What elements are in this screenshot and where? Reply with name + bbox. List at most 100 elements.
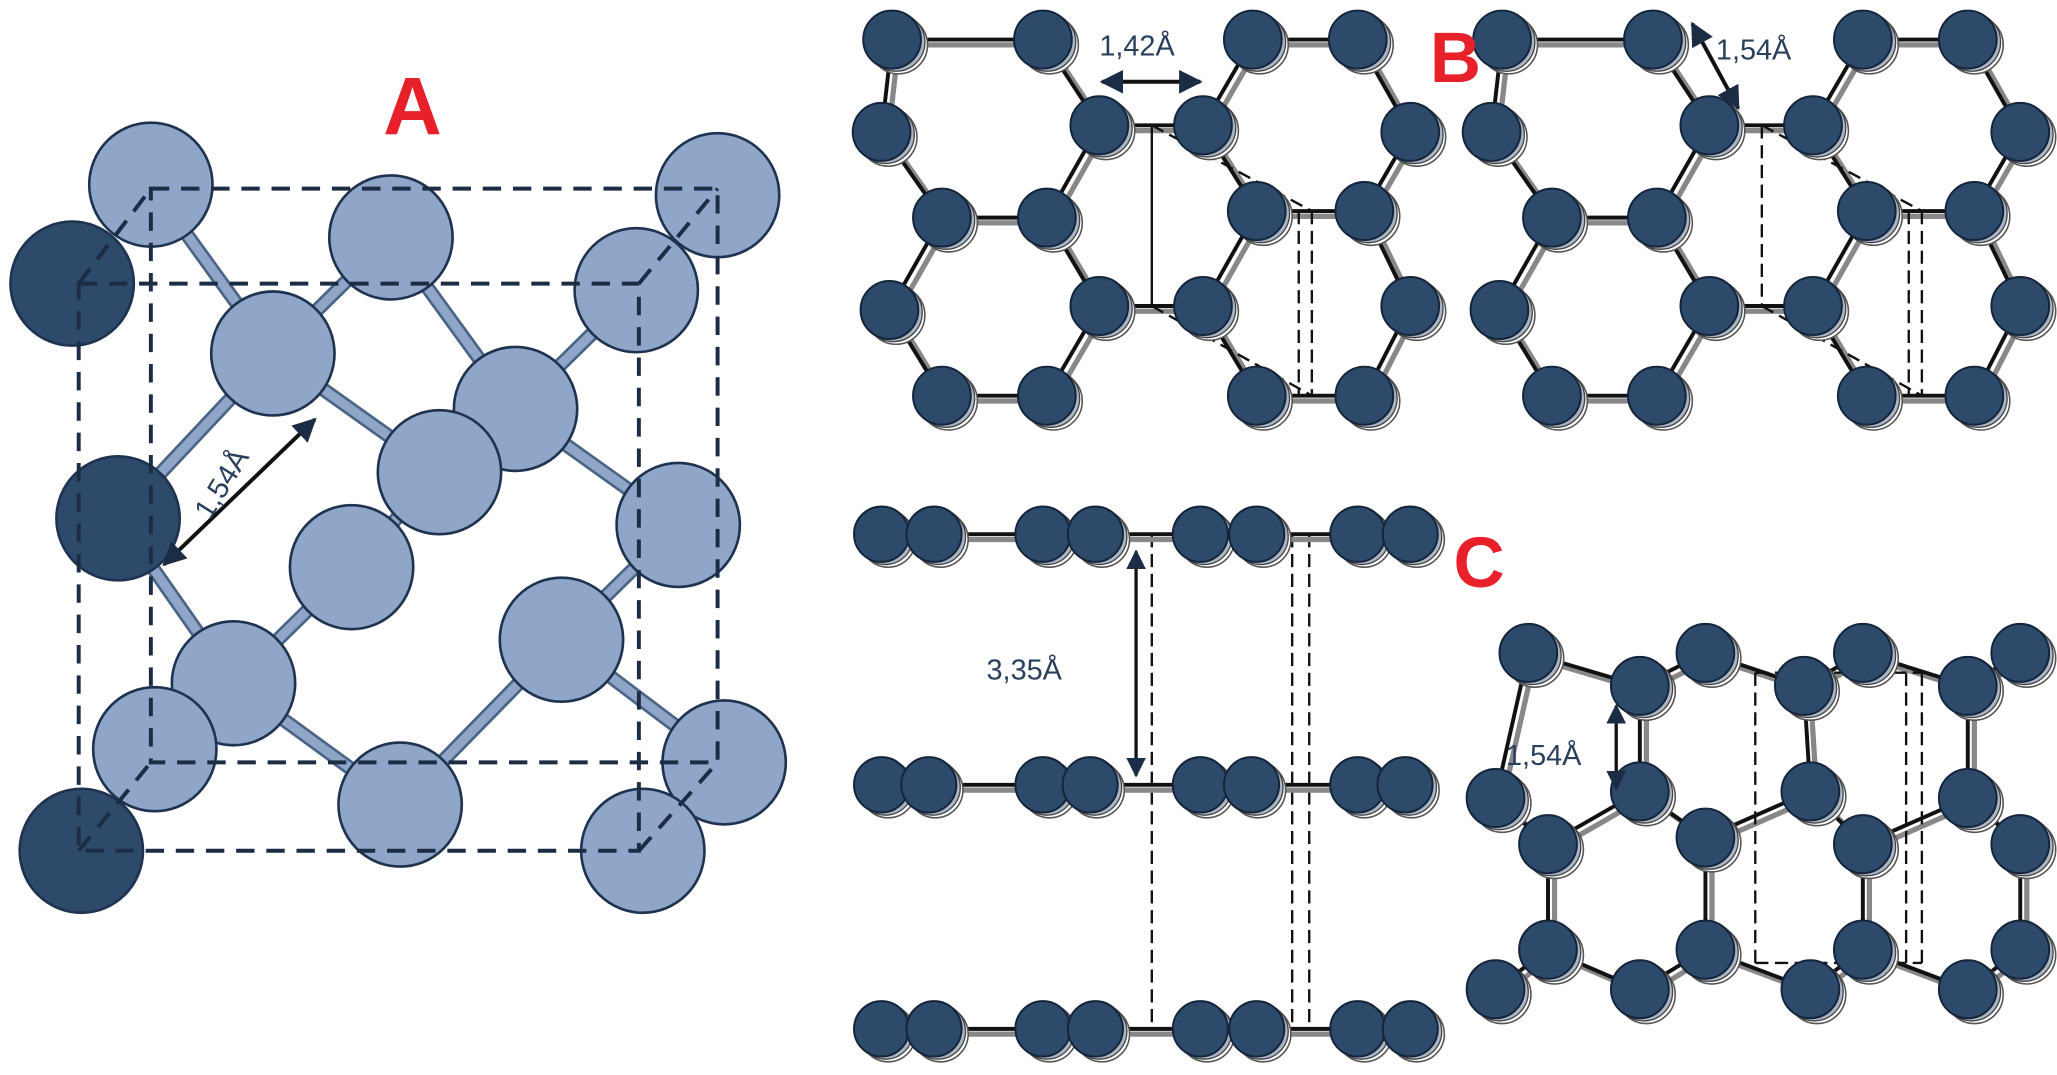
carbon-atom (1334, 181, 1395, 242)
carbon-atom (1472, 9, 1532, 70)
carbon-atom (1609, 761, 1670, 822)
carbon-atom (1380, 276, 1441, 337)
carbon-atom (337, 741, 464, 868)
carbon-atom (853, 505, 911, 563)
carbon-atom (1937, 655, 1998, 716)
carbon-atom (1780, 959, 1841, 1020)
carbon-atom (1944, 365, 2005, 426)
carbon-atom (1832, 622, 1893, 683)
carbon-atom (288, 503, 415, 631)
carbon-atom (327, 174, 454, 301)
carbon-atom (1609, 655, 1670, 716)
diamond-side-view (1465, 622, 2057, 1025)
carbon-atom (1944, 181, 2005, 242)
carbon-atom (18, 787, 145, 915)
panel-label-a: A (383, 61, 442, 152)
carbon-atom (1173, 276, 1233, 337)
carbon-atom (1679, 95, 1740, 156)
carbon-atom (1171, 756, 1229, 814)
carbon-atom (1609, 959, 1670, 1020)
diamond-top-view (1461, 9, 2057, 431)
carbon-atom (1465, 767, 1526, 829)
carbon-atom (1327, 9, 1388, 70)
carbon-atom (905, 1000, 963, 1058)
unit-cell-diagonal-edge (637, 187, 720, 285)
bond-length-label-graphite: 1,42Å (1099, 29, 1175, 62)
carbon-atom (1679, 276, 1740, 337)
panel-c-side-views (853, 505, 2057, 1063)
carbon-atom (1836, 365, 1897, 426)
carbon-atom (859, 279, 920, 340)
carbon-atom (1518, 814, 1578, 875)
carbon-atom (1066, 505, 1124, 563)
carbon-atom (1937, 767, 1998, 829)
diamond-bond-arrow (1690, 21, 1740, 111)
bond-length-arrow (162, 417, 317, 567)
carbon-atom (900, 756, 958, 814)
panel-b-top-views (851, 9, 2057, 431)
carbon-atom (1226, 181, 1287, 242)
interlayer-distance-label: 3,35Å (987, 653, 1063, 686)
carbon-atom (498, 576, 625, 704)
carbon-atom (1329, 505, 1387, 563)
carbon-atom (1990, 101, 2051, 162)
carbon-atom (1990, 276, 2051, 337)
carbon-atom (1675, 919, 1736, 980)
panel-label-b: B (1430, 19, 1481, 98)
carbon-atom (1627, 365, 1687, 426)
carbon-atom (1675, 807, 1736, 868)
carbon-atom (1222, 756, 1281, 814)
carbon-atom (1173, 95, 1233, 156)
carbon-atom (1066, 1000, 1124, 1058)
carbon-atom (1832, 814, 1893, 875)
carbon-atom (1226, 365, 1287, 426)
carbon-atom (91, 685, 218, 813)
carbon-atom (853, 1000, 911, 1058)
panel-label-c: C (1454, 524, 1505, 603)
unit-cell-back-edge (148, 186, 720, 765)
carbon-atom (1014, 505, 1072, 563)
carbon-atom (905, 505, 963, 563)
carbon-atom (1783, 276, 1843, 337)
carbon-atom (1522, 187, 1582, 248)
carbon-atom (851, 101, 912, 162)
carbon-atom (1675, 622, 1736, 683)
carbon-atom (1017, 187, 1077, 248)
carbon-atom (1334, 365, 1395, 426)
carbon-atom (1937, 959, 1998, 1020)
carbon-atom (1380, 101, 1441, 162)
carbon-atom (1783, 95, 1843, 156)
carbon-atom (1376, 756, 1434, 814)
carbon-atom (1061, 756, 1119, 814)
carbon-atom (912, 187, 972, 248)
carbon-atom (1329, 1000, 1387, 1058)
carbon-atom (1069, 276, 1130, 337)
carbon-atom (1832, 9, 1893, 70)
carbon-atom (1381, 1000, 1439, 1058)
panel-a-diamond-unit-cell (9, 121, 788, 915)
carbon-atom (573, 226, 700, 354)
carbon-atom (1990, 622, 2051, 683)
unit-cell-diagonal-edge (637, 761, 720, 853)
carbon-atom (55, 455, 182, 582)
carbon-atom (1627, 187, 1687, 248)
carbon-atom (1017, 365, 1077, 426)
carbon-atom (862, 9, 922, 70)
carbon-atom (1937, 9, 1998, 70)
carbon-atom (1014, 1000, 1072, 1058)
carbon-atom (209, 290, 336, 417)
graphite-top-view (851, 9, 1447, 431)
carbon-atom (1469, 279, 1530, 340)
carbon-atom (1381, 505, 1439, 563)
carbon-atom (615, 461, 742, 589)
carbon-atom (1990, 814, 2051, 875)
carbon-atom (1171, 505, 1229, 563)
carbon-atom (376, 408, 503, 536)
carbon-atom (1465, 959, 1526, 1020)
carbon-atom (1228, 505, 1286, 563)
unit-cell-diagonal-edge (77, 187, 153, 285)
graphite-side-view (853, 505, 1446, 1063)
carbon-atom (1518, 919, 1578, 980)
